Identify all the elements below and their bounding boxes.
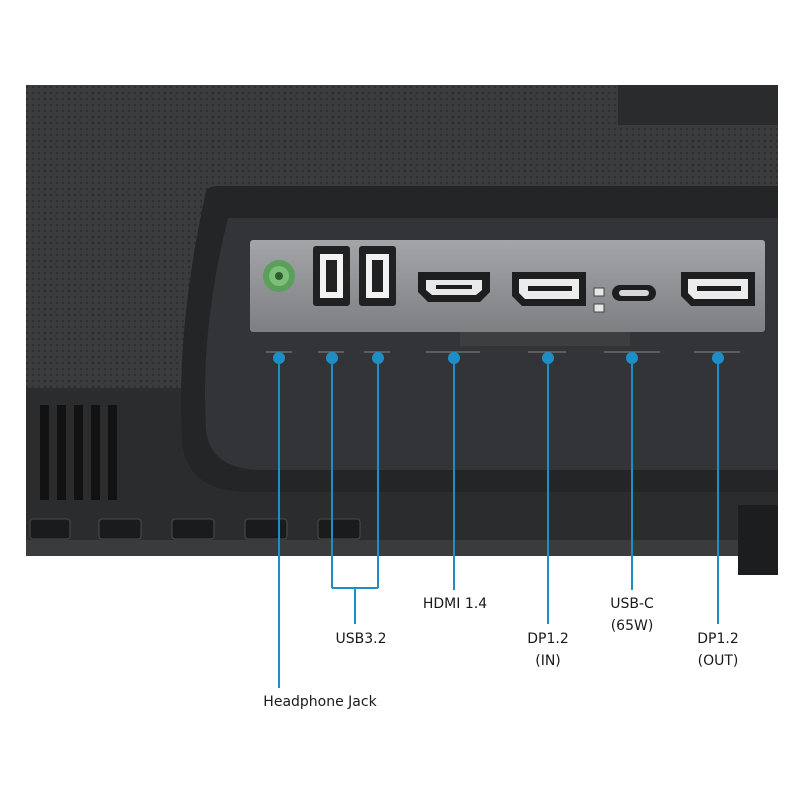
label-dp-out-line2: (OUT) — [697, 653, 739, 669]
callout-lines — [278, 360, 719, 688]
usb-port-1 — [313, 246, 350, 306]
callout-dot-usb-1 — [326, 352, 338, 364]
monitor-bottom-edge — [26, 540, 778, 556]
port-divider-marker-2 — [593, 303, 605, 313]
callout-dot-usb-2 — [372, 352, 384, 364]
monitor-top-stand-slot — [618, 85, 778, 125]
label-hdmi-text: HDMI 1.4 — [422, 596, 488, 612]
callout-dot-dp-out — [712, 352, 724, 364]
label-headphone-jack-text: Headphone Jack — [263, 694, 377, 710]
port-divider-marker — [593, 287, 605, 297]
vent-grille — [40, 405, 117, 500]
label-usb-text: USB3.2 — [335, 631, 387, 647]
control-buttons — [29, 518, 361, 540]
label-usb-c-line1: USB-C — [610, 596, 654, 612]
callout-dot-headphone — [273, 352, 285, 364]
label-dp-out-line1: DP1.2 — [697, 631, 739, 647]
label-usb-c: USB-C (65W) — [592, 593, 672, 637]
label-hdmi: HDMI 1.4 — [410, 593, 500, 615]
displayport-out-port — [681, 272, 755, 306]
label-headphone-jack: Headphone Jack — [230, 691, 410, 713]
hdmi-port — [418, 272, 490, 302]
callout-dot-usb-c — [626, 352, 638, 364]
displayport-in-port — [512, 272, 586, 306]
callout-dot-hdmi — [448, 352, 460, 364]
label-dp-in-line1: DP1.2 — [527, 631, 569, 647]
label-dp-in-line2: (IN) — [535, 653, 561, 669]
label-dp-out: DP1.2 (OUT) — [680, 628, 756, 672]
headphone-jack-port — [263, 260, 295, 292]
callout-dot-dp-in — [542, 352, 554, 364]
usb-c-port — [612, 285, 656, 301]
callout-dots — [273, 352, 724, 364]
port-panel-lower-ledge — [460, 332, 630, 346]
label-usb: USB3.2 — [316, 628, 406, 650]
label-usb-c-line2: (65W) — [610, 618, 654, 634]
stand-foot — [738, 505, 778, 575]
label-dp-in: DP1.2 (IN) — [510, 628, 586, 672]
usb-port-2 — [359, 246, 396, 306]
